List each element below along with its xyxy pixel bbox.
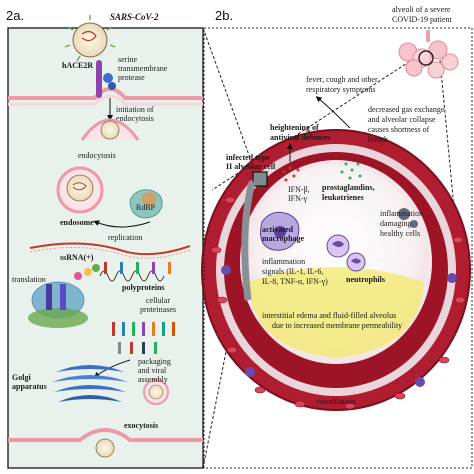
alveoli-label-1: alveoli of a severe	[392, 5, 451, 14]
neutrophils-label: neutrophils	[346, 275, 385, 284]
virus-label: SARS-CoV-2	[110, 12, 159, 22]
infected-label-1: infected type	[226, 153, 270, 162]
edema-label-1: interstitial edema and fluid-filled alve…	[262, 311, 396, 320]
fever-label-2: respiratory symptoms	[306, 85, 376, 94]
cleaved-proteins	[112, 322, 175, 354]
damaged-cells	[398, 208, 418, 228]
golgi-label-2: apparatus	[12, 382, 47, 391]
edema-fluid	[248, 267, 424, 358]
golgi-apparatus	[52, 365, 128, 402]
inflam-label-1: inflammation	[380, 209, 423, 218]
gas-label-3: causes shortness of	[368, 125, 430, 134]
panel-a-frame	[7, 27, 204, 469]
sars-cov-2-virion	[64, 15, 116, 62]
immune-cells-in-vessel	[221, 265, 457, 387]
released-virion	[95, 438, 115, 458]
heighten-label-1: heightening of	[270, 123, 319, 132]
panel-b-frame	[203, 27, 473, 469]
endosome	[56, 166, 104, 214]
cellular-label-1: cellular	[146, 296, 170, 305]
signals-label-3: IL-8, TNF-α, IFN-γ)	[262, 277, 328, 286]
hace2-label: hACE2R	[62, 61, 93, 70]
activated-macrophage	[260, 211, 300, 251]
inflam-label-3: healthy cells	[380, 229, 420, 238]
macro-label-2: macrophage	[262, 234, 305, 243]
ifn-molecules	[282, 166, 300, 182]
protease-label-1: serine	[118, 55, 138, 64]
cell-membrane-bottom	[8, 428, 203, 442]
endosome-label: endosome	[60, 218, 94, 227]
serine-protease	[103, 73, 113, 83]
replication-label: replication	[108, 233, 142, 242]
golgi-label-1: Golgi	[12, 373, 31, 382]
ifn-label-1: IFN-β,	[288, 185, 310, 194]
gas-label-4: breath	[368, 135, 388, 144]
infected-cell-box	[252, 171, 268, 187]
packaging-label-2: and viral	[138, 366, 167, 375]
inflam-label-2: damaging	[380, 219, 412, 228]
protease-label-3: protease	[118, 73, 145, 82]
heighten-label-2: antiviral defences	[270, 133, 330, 142]
exocytosis-label: exocytosis	[124, 421, 158, 430]
ribosome	[28, 264, 100, 328]
panel-a-title: 2a.	[6, 8, 24, 23]
initiation-label-2: endocytosis	[116, 114, 154, 123]
signals-label-2: signals (IL-1, IL-6,	[262, 267, 323, 276]
packaging-label-1: packaging	[138, 357, 171, 366]
ifn-label-2: IFN-γ	[288, 194, 308, 203]
prosta-label-1: prostaglandins,	[322, 183, 375, 192]
packaging-label-3: assembly	[138, 375, 168, 384]
initiation-label-1: initiation of	[116, 105, 154, 114]
alveoli-icon	[398, 30, 459, 79]
rdrp-label: RdRP	[136, 203, 156, 212]
alveoli-label-2: COVID-19 patient	[392, 15, 453, 24]
ssrna-label: ssRNA(+)	[60, 253, 94, 262]
protease-label-2: transmembrane	[118, 64, 168, 73]
gas-label-2: and alveolar collapse	[368, 115, 436, 124]
prostaglandin-molecules	[340, 162, 362, 180]
ssrna-strand	[29, 242, 191, 256]
edema-label-2: due to increased membrane permeability	[272, 321, 402, 330]
infected-label-2: II alveolar cell	[226, 162, 276, 171]
endocytic-pit	[80, 118, 140, 141]
signals-label-1: inflammation	[262, 257, 305, 266]
vasodilation-label: vasodilation	[316, 397, 355, 406]
translation-label: translation	[12, 275, 46, 284]
panel-b-title: 2b.	[215, 8, 233, 23]
red-blood-cells	[210, 196, 466, 410]
assembly-vesicle	[143, 379, 169, 405]
alveolus-cross-section	[201, 129, 471, 411]
macro-label-1: activated	[262, 225, 294, 234]
rdrp-enzyme	[129, 189, 163, 219]
hace2-receptor	[96, 60, 102, 98]
polyproteins-label: polyproteins	[122, 283, 165, 292]
neutrophils-cluster	[326, 234, 366, 272]
fever-label-1: fever, cough and other	[306, 75, 378, 84]
cellular-label-2: proteinases	[140, 305, 176, 314]
gas-label-1: decreased gas exchange	[368, 105, 445, 114]
endocytosis-label: endocytosis	[78, 151, 116, 160]
prosta-label-2: leukotrienes	[322, 193, 364, 202]
infected-cell	[241, 181, 256, 301]
